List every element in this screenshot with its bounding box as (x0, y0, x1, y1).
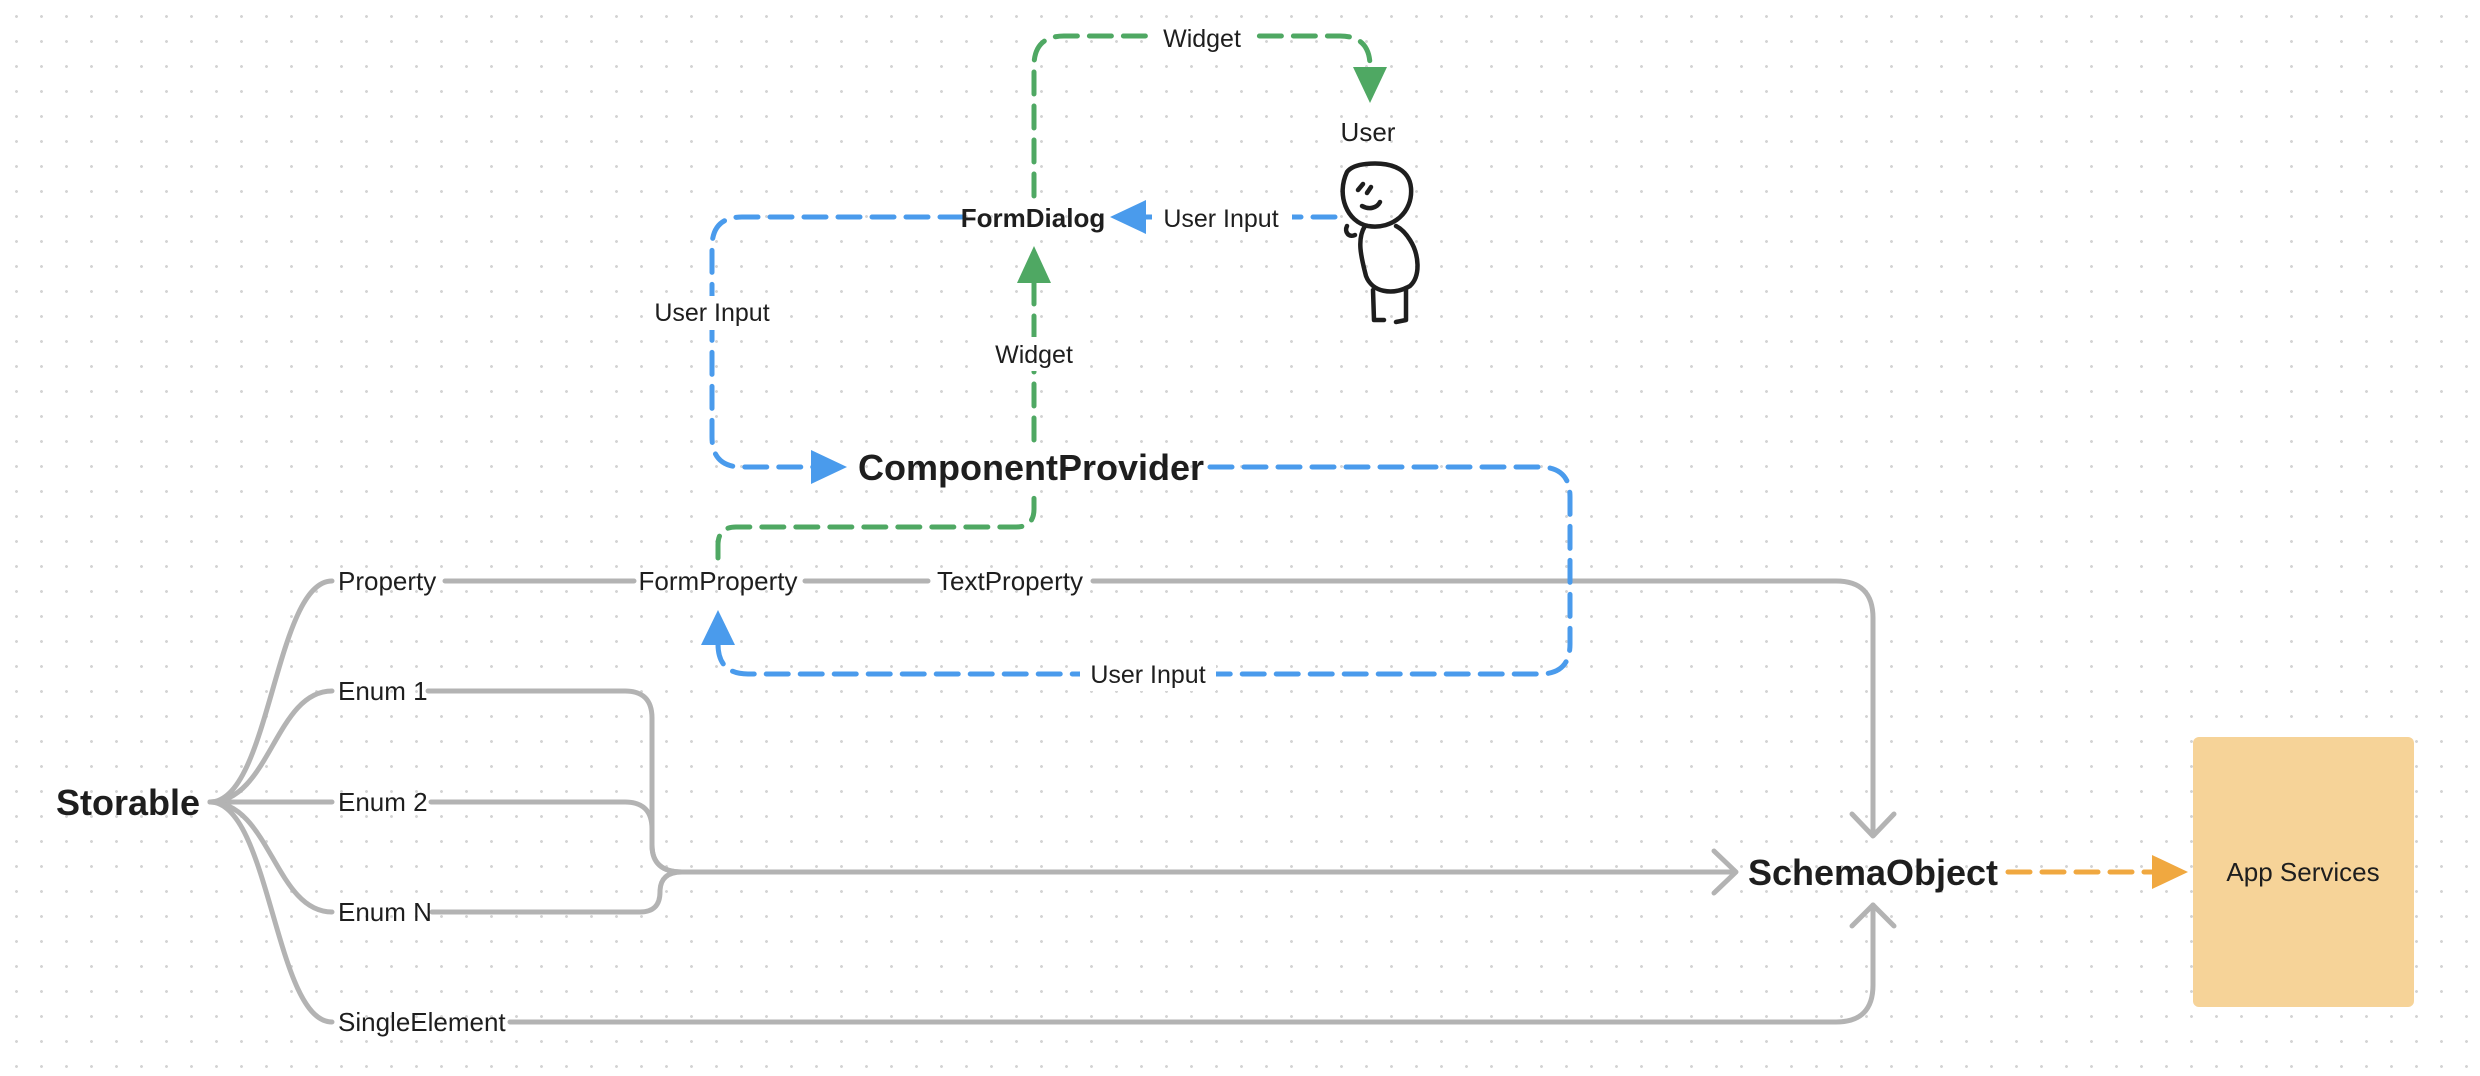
node-property[interactable]: Property (338, 566, 436, 596)
arrowhead-formdialog (1110, 200, 1146, 234)
node-schema-object[interactable]: SchemaObject (1748, 852, 1998, 893)
edge-enumN-bundle (429, 869, 685, 915)
edge-label-user-input-top: User Input (1163, 205, 1278, 233)
node-enum-n[interactable]: Enum N (338, 897, 432, 927)
arrowhead-up-schemaobject (1849, 902, 1897, 929)
edge-storable-enumN (207, 799, 335, 915)
node-component-provider[interactable]: ComponentProvider (858, 447, 1204, 488)
arrowhead-right-schemaobject (1711, 848, 1739, 896)
edge-storable-enum1 (207, 688, 335, 805)
edge-storable-property (207, 578, 335, 805)
edge-formdialog-to-user (1031, 33, 1373, 199)
arrowhead-provider (811, 450, 847, 484)
arrowhead-appservices (2152, 855, 2188, 889)
edge-enum2-bundle (428, 799, 685, 875)
edge-formproperty-to-provider (715, 487, 1037, 561)
node-form-property[interactable]: FormProperty (639, 566, 798, 596)
edge-storable-singleelement (207, 799, 335, 1025)
edge-singleelement-schemaobject (507, 902, 1876, 1025)
node-single-element[interactable]: SingleElement (338, 1007, 506, 1037)
node-app-services[interactable]: App Services (2226, 857, 2379, 887)
node-text-property[interactable]: TextProperty (937, 566, 1083, 596)
user-input-edges (701, 200, 1573, 677)
edge-textproperty-schemaobject (1090, 578, 1876, 838)
node-storable[interactable]: Storable (56, 782, 200, 823)
arrowhead-down-schemaobject (1849, 811, 1897, 839)
node-enum-1[interactable]: Enum 1 (338, 676, 428, 706)
edge-label-user-input-bottom: User Input (1090, 661, 1205, 689)
node-enum-2[interactable]: Enum 2 (338, 787, 428, 817)
arrowhead-formproperty (701, 610, 735, 645)
edge-formdialog-to-provider (709, 214, 965, 470)
edge-label-widget-top: Widget (1163, 25, 1241, 53)
stick-figure-person-icon (1340, 161, 1420, 325)
node-user[interactable]: User (1341, 117, 1396, 147)
app-services-box[interactable] (2193, 737, 2414, 1007)
edge-label-widget-mid: Widget (995, 341, 1073, 369)
edge-label-user-input-left: User Input (654, 299, 769, 327)
edge-provider-to-formproperty (715, 464, 1573, 677)
arrowhead-user (1353, 67, 1387, 103)
node-form-dialog[interactable]: FormDialog (961, 203, 1105, 233)
arrowhead-formdialog-up (1017, 246, 1051, 283)
storable-tree-edges (207, 578, 1897, 1025)
edge-enum1-bundle (425, 688, 685, 875)
